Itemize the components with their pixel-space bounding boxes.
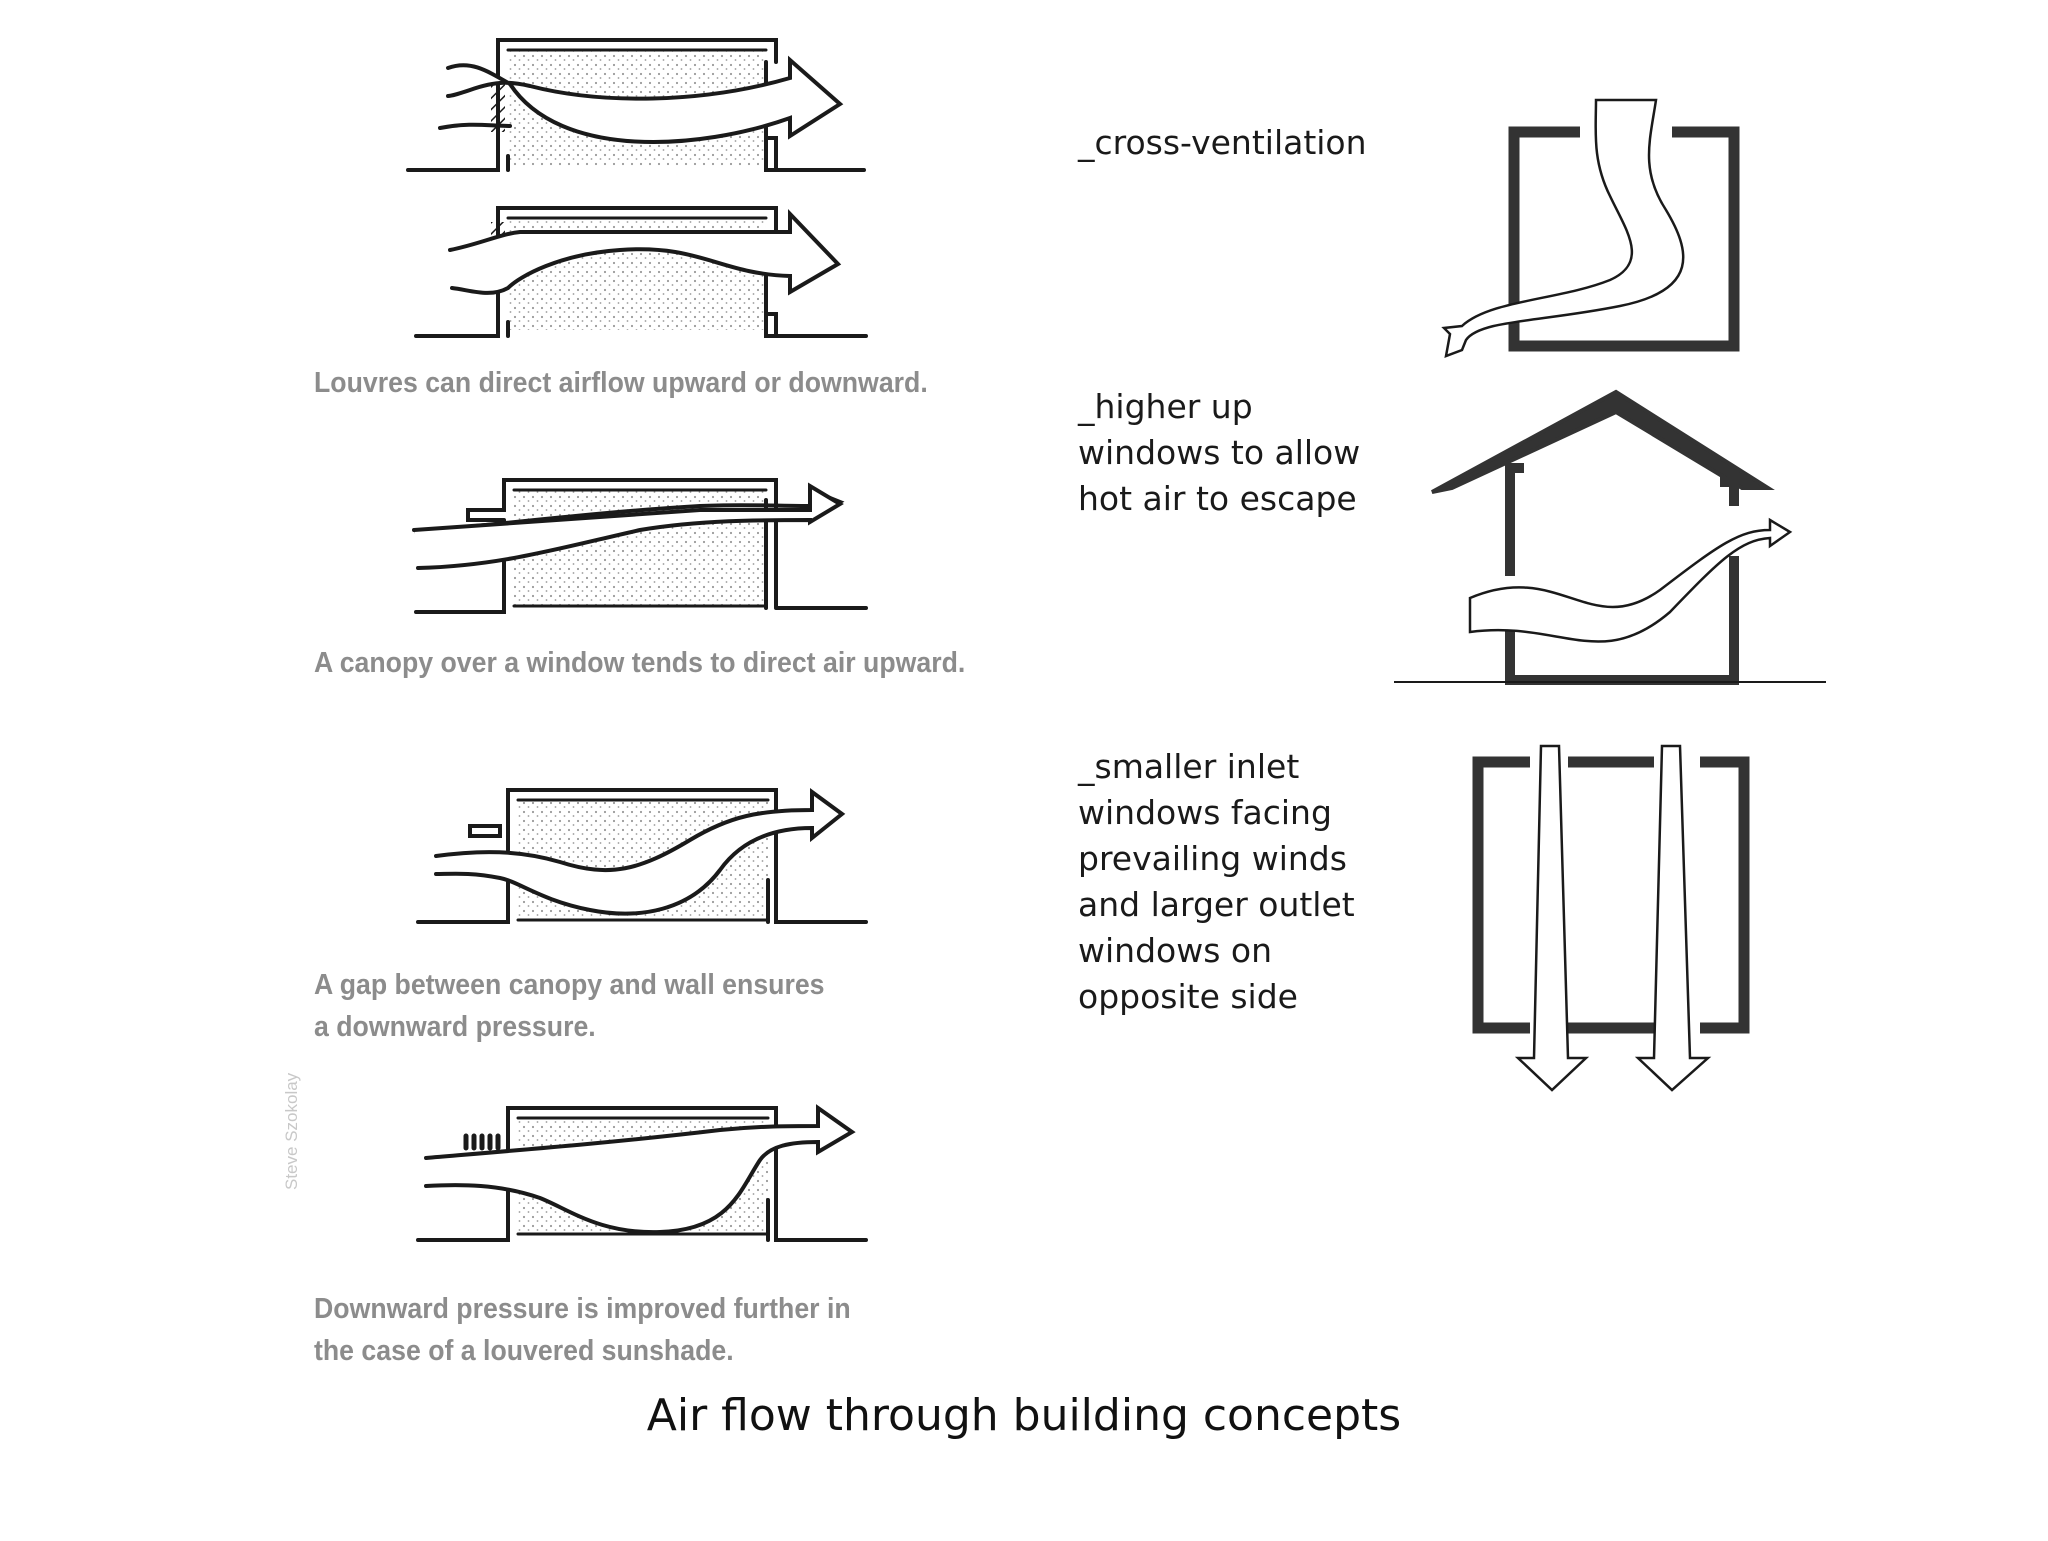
louvered-sunshade-diagram <box>416 1104 868 1242</box>
canopy-caption: A canopy over a window tends to direct a… <box>314 647 966 679</box>
louvres-caption: Louvres can direct airflow upward or dow… <box>314 367 928 399</box>
louvres-diagram-upward <box>414 206 868 338</box>
louvres-diagram-downward <box>406 38 866 172</box>
canopy-diagram <box>412 478 868 614</box>
louvered-sunshade-caption: Downward pressure is improved further in… <box>314 1293 851 1367</box>
inlet-outlet-label: _smaller inlet windows facing prevailing… <box>1078 747 1355 1016</box>
slide-title: Air flow through building concepts <box>646 1390 1402 1441</box>
higher-windows-diagram <box>1394 389 1826 685</box>
inlet-outlet-diagram <box>1472 744 1750 1092</box>
higher-windows-label: _higher up windows to allow hot air to e… <box>1078 387 1361 518</box>
image-credit: Steve Szokolay <box>282 1072 301 1190</box>
cross-ventilation-diagram <box>1441 98 1740 358</box>
canopy-gap-diagram <box>416 788 868 924</box>
canopy-gap-caption: A gap between canopy and wall ensures a … <box>314 969 825 1043</box>
cross-ventilation-label: _cross-ventilation <box>1078 123 1367 162</box>
